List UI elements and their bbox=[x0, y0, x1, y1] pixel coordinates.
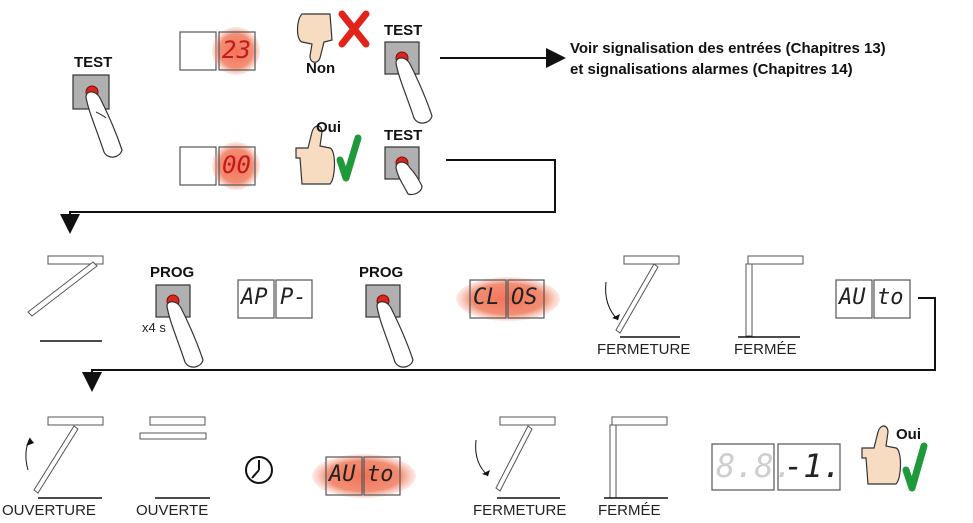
gate-open-icon bbox=[139, 416, 210, 499]
gate-closed-icon-2 bbox=[604, 416, 668, 499]
connector-row2-to-row3 bbox=[82, 297, 936, 392]
thumbs-down-icon bbox=[296, 13, 333, 63]
prog-label-1: PROG bbox=[150, 264, 195, 281]
display-cl: CL bbox=[473, 285, 500, 310]
cross-icon bbox=[338, 10, 370, 48]
note-line1: Voir signalisation des entrées (Chapitre… bbox=[570, 40, 886, 57]
display-auto-2 bbox=[312, 454, 416, 498]
display-au-2: AU bbox=[329, 462, 356, 487]
check-icon bbox=[336, 134, 362, 182]
display-closing bbox=[456, 277, 560, 321]
gate-opening-icon bbox=[27, 255, 104, 342]
oui-label: Oui bbox=[316, 119, 341, 136]
caption-fermee-1: FERMÉE bbox=[734, 341, 797, 358]
display-ok bbox=[179, 142, 260, 190]
caption-ouverte: OUVERTE bbox=[136, 502, 209, 519]
connector-ok-to-row2 bbox=[60, 159, 556, 234]
display-ap-right: P- bbox=[280, 285, 307, 310]
gate-closing-icon bbox=[605, 255, 680, 338]
test-label-fail: TEST bbox=[384, 22, 423, 39]
hold-time: x4 s bbox=[142, 320, 166, 335]
gate-closed-icon bbox=[738, 255, 804, 338]
caption-fermeture-2: FERMETURE bbox=[473, 502, 567, 519]
display-to-1: to bbox=[877, 285, 904, 310]
prog-button-2[interactable] bbox=[365, 284, 414, 368]
display-os: OS bbox=[511, 285, 538, 310]
display-fail-text: 23 bbox=[222, 36, 251, 64]
clock-icon bbox=[245, 456, 273, 484]
final-display bbox=[711, 443, 841, 491]
test-button-ok[interactable] bbox=[384, 146, 423, 196]
thumbs-up-icon bbox=[295, 125, 336, 185]
test-button-start[interactable] bbox=[72, 74, 123, 158]
final-display-right: -1. bbox=[784, 447, 842, 485]
caption-ouverture: OUVERTURE bbox=[2, 502, 96, 519]
display-auto-1 bbox=[835, 279, 911, 319]
prog-label-2: PROG bbox=[359, 264, 404, 281]
caption-fermeture-1: FERMETURE bbox=[597, 341, 691, 358]
display-ap-left: AP bbox=[241, 285, 268, 310]
prog-button-1[interactable] bbox=[155, 284, 204, 368]
display-ap bbox=[237, 279, 313, 319]
check-icon-2 bbox=[902, 442, 928, 492]
caption-fermee-2: FERMÉE bbox=[598, 502, 661, 519]
note-line2: et signalisations alarmes (Chapitres 14) bbox=[570, 61, 853, 78]
non-label: Non bbox=[306, 60, 336, 77]
gate-opening-icon-2 bbox=[25, 416, 104, 499]
gate-closing-icon-2 bbox=[475, 416, 560, 499]
test-button-fail[interactable] bbox=[384, 41, 433, 124]
display-au-1: AU bbox=[839, 285, 866, 310]
test-label-start: TEST bbox=[74, 54, 113, 71]
oui-label-2: Oui bbox=[896, 426, 921, 443]
final-display-left: 8.8. bbox=[716, 447, 794, 485]
test-label-ok: TEST bbox=[384, 127, 423, 144]
display-fail bbox=[179, 27, 260, 75]
display-ok-text: 00 bbox=[222, 151, 251, 179]
thumbs-up-icon-2 bbox=[861, 425, 902, 485]
display-to-2: to bbox=[367, 462, 394, 487]
